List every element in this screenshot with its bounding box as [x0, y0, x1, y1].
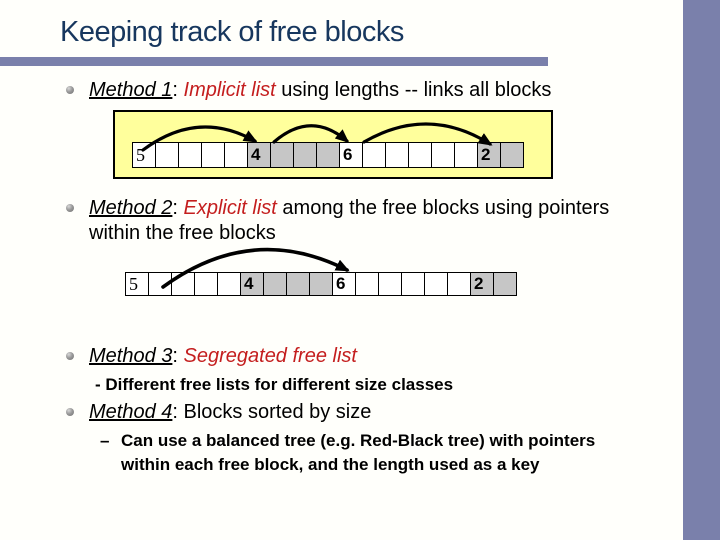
method3-text: Method 3: Segregated free list: [89, 344, 357, 369]
method2-sep: :: [172, 197, 184, 219]
memory-cell: [293, 142, 317, 168]
memory-cell: 2: [470, 272, 494, 296]
memory-cell: 2: [477, 142, 501, 168]
explicit-list-diagram: 5 4 6 2: [125, 272, 517, 296]
memory-cell: [431, 142, 455, 168]
memory-cell: [316, 142, 340, 168]
memory-cell: [148, 272, 172, 296]
memory-cell: [493, 272, 517, 296]
bullet-icon: [66, 408, 74, 416]
memory-cell: 5: [132, 142, 156, 168]
method2-text: Method 2: Explicit list among the free b…: [89, 196, 659, 246]
memory-cell: [401, 272, 425, 296]
memory-cell: [224, 142, 248, 168]
method3-sep: :: [172, 345, 184, 367]
method3-subitem: - Different free lists for different siz…: [95, 375, 454, 394]
bullet-item-method1: Method 1: Implicit list using lengths --…: [66, 78, 551, 103]
method3-highlight: Segregated free list: [183, 345, 357, 367]
memory-cell: [194, 272, 218, 296]
memory-cell: [155, 142, 179, 168]
method4-rest: Blocks sorted by size: [183, 401, 372, 423]
memory-cell: [217, 272, 241, 296]
right-accent-bar: [683, 0, 720, 540]
memory-cell: [263, 272, 287, 296]
method1-label: Method 1: [89, 79, 173, 101]
memory-cell: [447, 272, 471, 296]
method2-rest: among the free blocks using pointers wit…: [89, 197, 610, 244]
memory-cell: [454, 142, 478, 168]
bullet-item-method4: Method 4: Blocks sorted by size: [66, 400, 371, 425]
memory-cell: [385, 142, 409, 168]
method4-label: Method 4: [89, 401, 173, 423]
page-title: Keeping track of free blocks: [60, 16, 404, 48]
memory-cell: [201, 142, 225, 168]
bullet-item-method2: Method 2: Explicit list among the free b…: [66, 196, 659, 246]
memory-cell: 4: [247, 142, 271, 168]
memory-cell: 6: [332, 272, 356, 296]
memory-cell: [286, 272, 310, 296]
implicit-list-diagram: 5 4 6 2: [113, 110, 553, 179]
bullet-icon: [66, 352, 74, 360]
memory-cell: 4: [240, 272, 264, 296]
memory-cell: [178, 142, 202, 168]
dash-bullet: –: [100, 431, 110, 450]
method1-sep: :: [172, 79, 184, 101]
title-underline-bar: [0, 57, 548, 66]
memory-cell: [378, 272, 402, 296]
bullet-item-method3: Method 3: Segregated free list: [66, 344, 357, 369]
method4-subitem-text: Can use a balanced tree (e.g. Red-Black …: [121, 431, 596, 474]
method1-highlight: Implicit list: [183, 79, 276, 101]
memory-cell: 5: [125, 272, 149, 296]
method3-label: Method 3: [89, 345, 173, 367]
memory-cell: [270, 142, 294, 168]
memory-cell: 6: [339, 142, 363, 168]
memory-cell: [408, 142, 432, 168]
method1-rest: using lengths -- links all blocks: [275, 79, 552, 101]
method4-text: Method 4: Blocks sorted by size: [89, 400, 371, 425]
memory-row-implicit: 5 4 6 2: [132, 142, 524, 168]
memory-cell: [362, 142, 386, 168]
method2-highlight: Explicit list: [183, 197, 277, 219]
bullet-icon: [66, 204, 74, 212]
memory-cell: [424, 272, 448, 296]
memory-cell: [355, 272, 379, 296]
bullet-icon: [66, 86, 74, 94]
memory-cell: [500, 142, 524, 168]
method2-label: Method 2: [89, 197, 173, 219]
method4-subitem: – Can use a balanced tree (e.g. Red-Blac…: [100, 429, 636, 477]
memory-cell: [309, 272, 333, 296]
method4-sep: :: [172, 401, 184, 423]
method1-text: Method 1: Implicit list using lengths --…: [89, 78, 551, 103]
memory-cell: [171, 272, 195, 296]
